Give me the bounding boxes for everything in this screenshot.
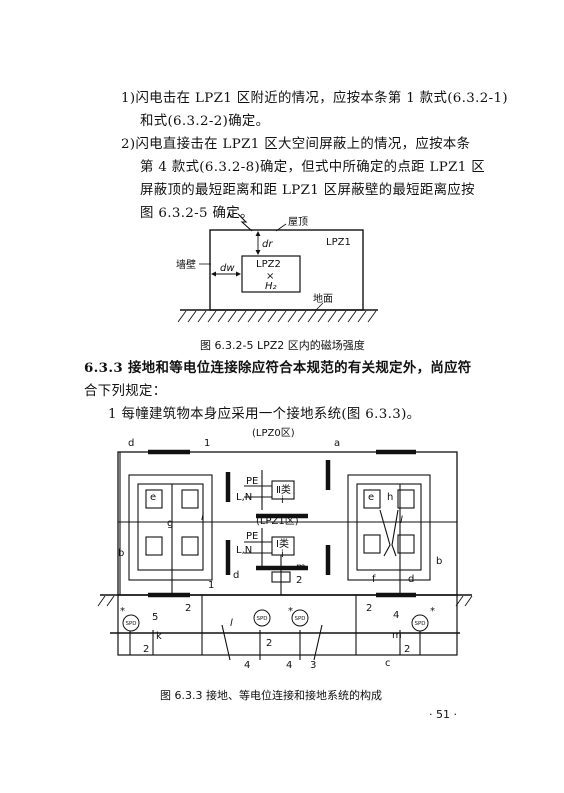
box-e-right (363, 489, 381, 509)
svg-text:a: a (334, 438, 340, 449)
item-1-line-1: 1)闪电击在 LPZ1 区附近的情况，应按本条第 1 款式(6.3.2-1) (121, 91, 508, 106)
svg-text:PE: PE (246, 531, 258, 542)
left-zone-outer (128, 474, 213, 581)
section-6-3-3-item-1: 1 每幢建筑物本身应采用一个接地系统(图 6.3.3)。 (108, 407, 421, 422)
ground-leader (315, 302, 324, 311)
page-number: · 51 · (429, 708, 457, 721)
spd-left-label: SPD (125, 621, 136, 627)
spd-center-2-label: SPD (294, 616, 305, 622)
spd-right (411, 614, 429, 632)
class1-equipment (271, 536, 295, 556)
item-2-line-2: 第 4 款式(6.3.2-8)确定，但式中所确定的点距 LPZ1 区 (140, 160, 485, 175)
svg-text:h: h (387, 492, 393, 503)
item-2-line-1: 2)闪电直接击在 LPZ1 区大空间屏蔽上的情况，应按本条 (121, 137, 471, 152)
figure-1-caption: 图 6.3.2-5 LPZ2 区内的磁场强度 (200, 339, 365, 352)
svg-text:e: e (150, 492, 156, 503)
svg-text:i: i (281, 549, 284, 560)
svg-text:1: 1 (208, 580, 214, 591)
svg-text:m: m (296, 562, 306, 573)
svg-text:m: m (392, 630, 402, 641)
lpz1-zone-label: (LPZ1区) (256, 515, 299, 527)
svg-text:Ⅱ类: Ⅱ类 (276, 483, 291, 496)
svg-text:4: 4 (286, 660, 292, 671)
svg-text:2: 2 (266, 638, 272, 649)
svg-text:b: b (436, 556, 442, 567)
svg-text:2: 2 (296, 575, 302, 586)
svg-text:f: f (372, 574, 376, 585)
svg-text:k: k (156, 631, 162, 642)
item-1-line-2: 和式(6.3.2-2)确定。 (140, 114, 270, 129)
lightning-stroke-icon (237, 213, 253, 232)
ground-hatch (177, 310, 377, 323)
right-zone-outer (347, 474, 431, 581)
svg-text:4: 4 (244, 660, 250, 671)
svg-text:Ⅰ类: Ⅰ类 (276, 537, 289, 550)
svg-text:*: * (120, 606, 125, 617)
spd-right-label: SPD (414, 621, 425, 627)
i0-label: i₀ (227, 210, 234, 221)
svg-text:i: i (281, 495, 284, 506)
roof-label: 屋顶 (288, 216, 308, 228)
box-e-left (145, 489, 163, 509)
svg-text:L,N: L,N (236, 492, 252, 503)
svg-text:3: 3 (310, 660, 316, 671)
svg-text:c: c (385, 658, 391, 669)
item-2-line-4: 图 6.3.2-5 确定。 (140, 206, 254, 221)
svg-text:2: 2 (366, 603, 372, 614)
svg-text:2: 2 (185, 603, 191, 614)
dw-label: dw (220, 263, 235, 274)
svg-text:5: 5 (152, 612, 158, 623)
svg-text:2: 2 (143, 644, 149, 655)
svg-text:d: d (408, 574, 414, 585)
spd-center-1 (253, 609, 271, 627)
left-zone-inner (137, 483, 204, 571)
figure-2-caption: 图 6.3.3 接地、等电位连接和接地系统的构成 (160, 689, 382, 702)
spd-left (122, 614, 140, 632)
svg-text:e: e (368, 492, 374, 503)
section-6-3-3-line-2: 合下列规定： (84, 384, 167, 399)
spd-center-2 (291, 609, 309, 627)
wall-label: 墙壁 (176, 258, 196, 271)
svg-text:l: l (201, 512, 204, 523)
svg-text:PE: PE (246, 476, 258, 487)
svg-text:L,N: L,N (236, 545, 252, 556)
section-6-3-3-line-1: 6.3.3 接地和等电位连接除应符合本规范的有关规定外，尚应符 (84, 360, 472, 376)
lpz2-label: LPZ2 (256, 259, 281, 270)
svg-text:*: * (288, 606, 293, 617)
roof-leader (275, 223, 287, 232)
lpz0-label: (LPZ0区) (252, 427, 295, 439)
right-zone-inner (356, 483, 422, 571)
basement-outline (117, 594, 458, 656)
spd-center-1-label: SPD (256, 616, 267, 622)
svg-text:l: l (230, 618, 233, 629)
svg-text:d: d (128, 438, 134, 449)
svg-text:1: 1 (204, 438, 210, 449)
item-2-line-3: 屏蔽顶的最短距离和距 LPZ1 区屏蔽壁的最短距离应按 (140, 183, 475, 198)
h2-label: H₂ (265, 281, 277, 292)
dr-label: dr (262, 239, 273, 250)
lpz1-label: LPZ1 (326, 237, 351, 248)
ground-label: 地面 (313, 292, 333, 305)
svg-text:2: 2 (404, 644, 410, 655)
class2-equipment (271, 480, 295, 500)
svg-text:d: d (233, 570, 239, 581)
svg-text:4: 4 (393, 610, 399, 621)
svg-text:l: l (400, 515, 403, 526)
svg-text:b: b (118, 548, 124, 559)
point-cross: × (266, 271, 274, 282)
svg-text:*: * (430, 606, 435, 617)
box-h (397, 489, 415, 509)
svg-text:g: g (167, 518, 173, 529)
lpz2-box (241, 255, 301, 293)
